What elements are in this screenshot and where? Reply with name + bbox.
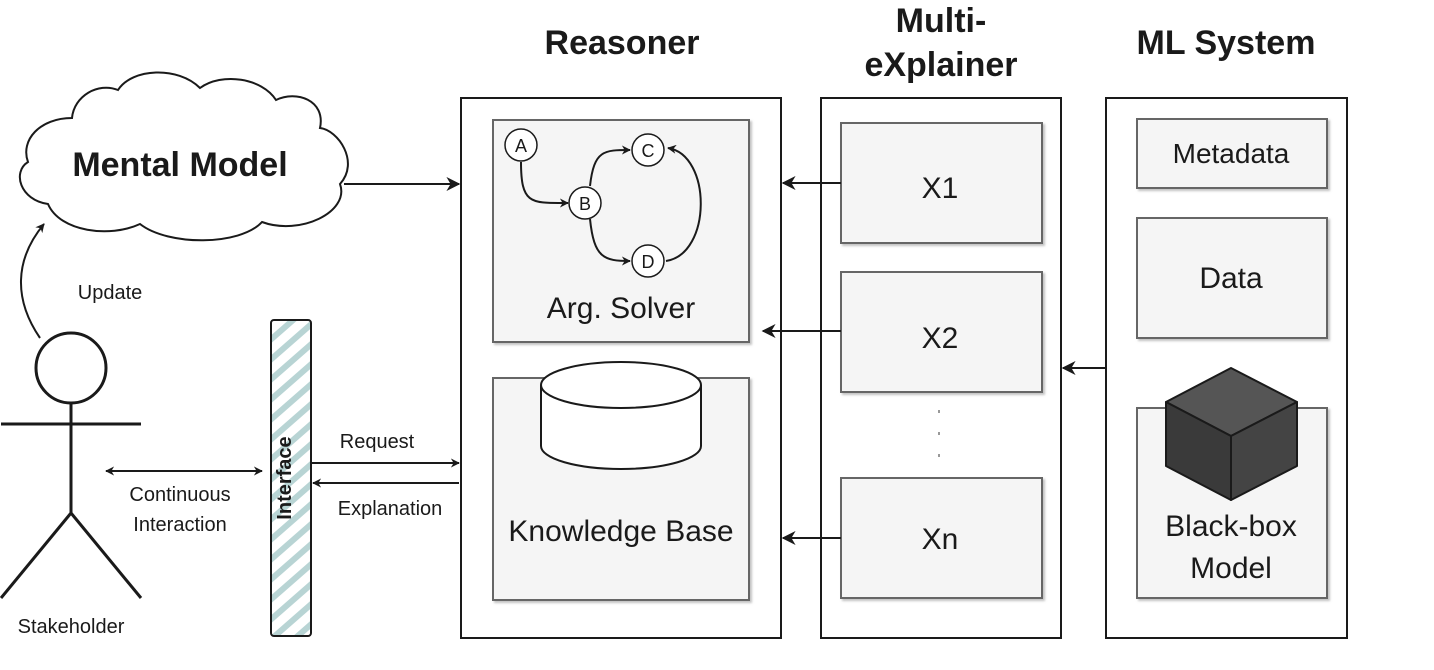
node-c: C [631, 133, 665, 167]
edge-a-b [520, 161, 569, 208]
node-b-label: B [579, 194, 591, 214]
update-arrow [20, 223, 45, 339]
explainer-x1-label: X1 [922, 172, 959, 205]
argumentation-graph: A B C D [504, 128, 702, 278]
stakeholder-label: Stakeholder [18, 616, 125, 638]
node-a: A [504, 128, 538, 162]
continuous-interaction-label-line2: Interaction [133, 514, 226, 536]
explainer-x2-label: X2 [922, 322, 959, 355]
request-label: Request [340, 431, 415, 453]
cube-icon [1165, 367, 1298, 501]
edge-b-d [589, 218, 631, 266]
node-d-label: D [642, 252, 655, 272]
arg-solver-box [492, 119, 750, 343]
continuous-interaction-label-line1: Continuous [129, 484, 230, 506]
node-a-label: A [515, 136, 527, 156]
update-label: Update [78, 282, 143, 304]
database-icon [540, 361, 702, 470]
stakeholder-right-leg [69, 512, 143, 599]
arg-solver-label: Arg. Solver [547, 292, 695, 325]
explanation-label: Explanation [338, 498, 443, 520]
stakeholder-left-leg [0, 512, 73, 599]
knowledge-base-label: Knowledge Base [508, 515, 733, 548]
node-c-label: C [642, 141, 655, 161]
node-d: D [631, 244, 665, 278]
metadata-box [1136, 118, 1328, 189]
explainer-header-line1: Multi- [896, 2, 987, 40]
explainer-header-line2: eXplainer [864, 46, 1017, 84]
explainer-xn-label: Xn [922, 523, 959, 556]
ml-system-header: ML System [1137, 24, 1316, 62]
explainer-xn-box [840, 477, 1043, 599]
edge-d-c [665, 144, 702, 262]
interface-label: Interface [274, 436, 296, 519]
edge-b-c [589, 145, 631, 187]
node-b: B [568, 186, 602, 220]
interface-bar: Interface [270, 319, 312, 637]
data-box [1136, 217, 1328, 339]
mental-model-cloud: Mental Model [18, 71, 349, 242]
stakeholder-head [34, 331, 108, 405]
mental-model-label: Mental Model [72, 146, 287, 184]
black-box-model-label-line1: Black-box [1165, 510, 1297, 543]
black-box-model-label-line2: Model [1190, 552, 1272, 585]
interface-hatch [271, 320, 311, 636]
reasoner-header: Reasoner [545, 24, 700, 62]
ellipsis-dots [938, 410, 940, 457]
metadata-label: Metadata [1173, 138, 1290, 169]
data-label: Data [1199, 262, 1263, 295]
stakeholder-figure [0, 331, 143, 599]
